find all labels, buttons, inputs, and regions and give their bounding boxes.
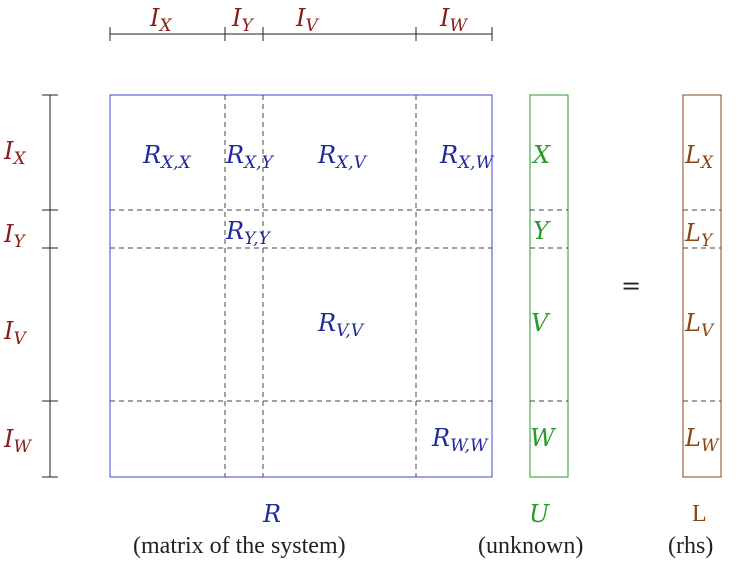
left-index-bar <box>42 94 58 478</box>
rhs-entry-lw: LW <box>685 424 719 456</box>
equals-sign: = <box>621 272 642 300</box>
matrix-box <box>109 94 493 478</box>
unknown-entry-y: Y <box>533 217 549 245</box>
block-label-rxv: RX,V <box>318 141 366 173</box>
block-label-rxx: RX,X <box>143 141 191 173</box>
unknown-entry-v: V <box>531 309 549 337</box>
top-index-label-w: IW <box>440 4 467 36</box>
top-index-label-y: IY <box>232 4 253 36</box>
unknown-vector-dividers <box>530 209 568 402</box>
left-index-label-x: IX <box>4 137 26 169</box>
rhs-symbol: L <box>692 501 707 527</box>
rhs-vector-dividers <box>683 209 721 402</box>
unknown-vector-box <box>529 94 569 478</box>
left-index-label-v: IV <box>4 317 26 349</box>
rhs-entry-ly: LY <box>685 219 713 251</box>
top-index-bar <box>109 27 493 41</box>
block-label-rxw: RX,W <box>440 141 494 173</box>
unknown-symbol: U <box>529 500 550 528</box>
block-label-rxy: RX,Y <box>226 141 273 173</box>
rhs-entry-lx: LX <box>685 141 714 173</box>
unknown-entry-x: X <box>533 141 551 169</box>
block-label-ryy: RY,Y <box>226 217 270 249</box>
top-index-label-v: IV <box>296 4 318 36</box>
unknown-caption: (unknown) <box>478 533 584 559</box>
rhs-caption: (rhs) <box>668 533 714 559</box>
top-index-label-x: IX <box>150 4 172 36</box>
left-index-label-y: IY <box>4 220 25 252</box>
matrix-block-dividers <box>110 95 492 477</box>
block-label-rww: RW,W <box>432 424 488 456</box>
matrix-symbol: R <box>263 500 282 528</box>
block-label-rvv: RV,V <box>318 309 364 341</box>
rhs-vector-box <box>682 94 722 478</box>
left-index-label-w: IW <box>4 425 31 457</box>
unknown-entry-w: W <box>530 424 555 452</box>
rhs-entry-lv: LV <box>685 309 714 341</box>
matrix-caption: (matrix of the system) <box>133 533 346 559</box>
